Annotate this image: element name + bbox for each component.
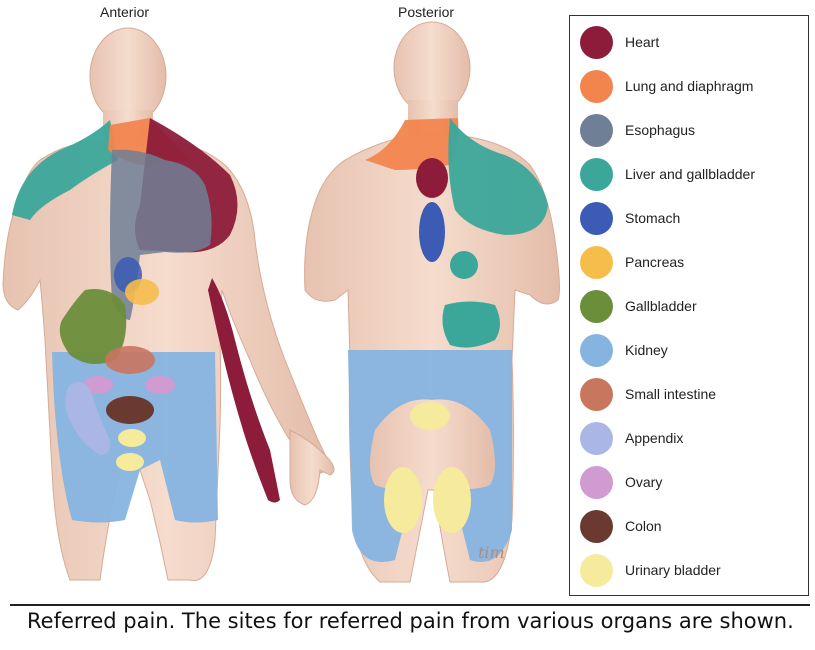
caption-divider <box>10 604 810 606</box>
gallbladder-color-swatch <box>580 289 613 323</box>
anterior-heart-arm-zone <box>208 278 280 503</box>
legend-label: Pancreas <box>625 254 685 270</box>
anterior-pancreas-zone <box>125 279 159 305</box>
posterior-body: tim <box>304 21 560 583</box>
anterior-liver-zone <box>12 120 118 220</box>
legend-label: Small intestine <box>625 386 717 402</box>
posterior-bladder-right-thigh <box>433 467 471 533</box>
kidney-color-swatch <box>580 333 613 367</box>
legend-item: Gallbladder <box>580 289 805 323</box>
liver-color-swatch <box>580 157 613 191</box>
urinary-bladder-color-swatch <box>580 553 613 587</box>
posterior-liver-zone <box>448 118 548 235</box>
legend-item: Liver and gallbladder <box>580 157 805 191</box>
legend-label: Appendix <box>625 430 684 446</box>
ovary-color-swatch <box>580 465 613 499</box>
posterior-stomach-zone <box>419 202 445 262</box>
legend-label: Lung and diaphragm <box>625 78 754 94</box>
anterior-body <box>2 27 335 581</box>
posterior-liver-small-zone <box>450 251 478 279</box>
legend-item: Stomach <box>580 201 805 235</box>
anterior-colon-zone <box>106 396 154 424</box>
legend-label: Ovary <box>625 474 663 490</box>
legend-label: Esophagus <box>625 122 696 138</box>
anterior-gallbladder-zone <box>59 289 127 364</box>
pancreas-color-swatch <box>580 245 613 279</box>
anterior-bladder-upper <box>118 429 146 447</box>
anterior-view-title: Anterior <box>100 4 150 20</box>
legend-item: Esophagus <box>580 113 805 147</box>
legend-item: Colon <box>580 509 805 543</box>
posterior-bladder-sacral <box>410 402 450 430</box>
anterior-head <box>89 27 167 125</box>
anterior-ovary-left <box>83 376 113 394</box>
body-illustration: tim <box>2 21 560 583</box>
legend-label: Kidney <box>625 342 668 358</box>
legend-item: Urinary bladder <box>580 553 805 587</box>
anterior-small-intestine-zone <box>105 346 155 374</box>
legend-item: Small intestine <box>580 377 805 411</box>
legend-item: Heart <box>580 25 805 59</box>
stomach-color-swatch <box>580 201 613 235</box>
anterior-ovary-right <box>145 376 175 394</box>
referred-pain-figure: Anterior Posterior <box>2 4 809 596</box>
legend-item: Ovary <box>580 465 805 499</box>
legend-label: Heart <box>625 34 660 50</box>
posterior-bladder-left-thigh <box>384 467 422 533</box>
legend-item: Appendix <box>580 421 805 455</box>
appendix-color-swatch <box>580 421 613 455</box>
anterior-bladder-lower <box>116 453 144 471</box>
figure-caption: Referred pain. The sites for referred pa… <box>27 609 794 633</box>
legend-item: Lung and diaphragm <box>580 69 805 103</box>
legend-label: Gallbladder <box>625 298 697 314</box>
lung-color-swatch <box>580 69 613 103</box>
posterior-heart-zone <box>416 158 448 198</box>
legend-item: Kidney <box>580 333 805 367</box>
artist-signature: tim <box>478 543 505 562</box>
legend-label: Urinary bladder <box>625 562 721 578</box>
legend-item: Pancreas <box>580 245 805 279</box>
anterior-appendix-zone <box>65 381 111 455</box>
posterior-lung-zone <box>365 118 459 170</box>
colon-color-swatch <box>580 509 613 543</box>
posterior-gallbladder-zone <box>442 301 500 348</box>
heart-color-swatch <box>580 25 613 59</box>
legend-label: Colon <box>625 518 662 534</box>
esophagus-color-swatch <box>580 113 613 147</box>
posterior-view-title: Posterior <box>398 4 455 20</box>
small-intestine-color-swatch <box>580 377 613 411</box>
posterior-buttocks <box>370 399 495 489</box>
legend-label: Stomach <box>625 210 681 226</box>
legend-label: Liver and gallbladder <box>625 166 755 182</box>
anterior-right-hand <box>289 429 335 506</box>
